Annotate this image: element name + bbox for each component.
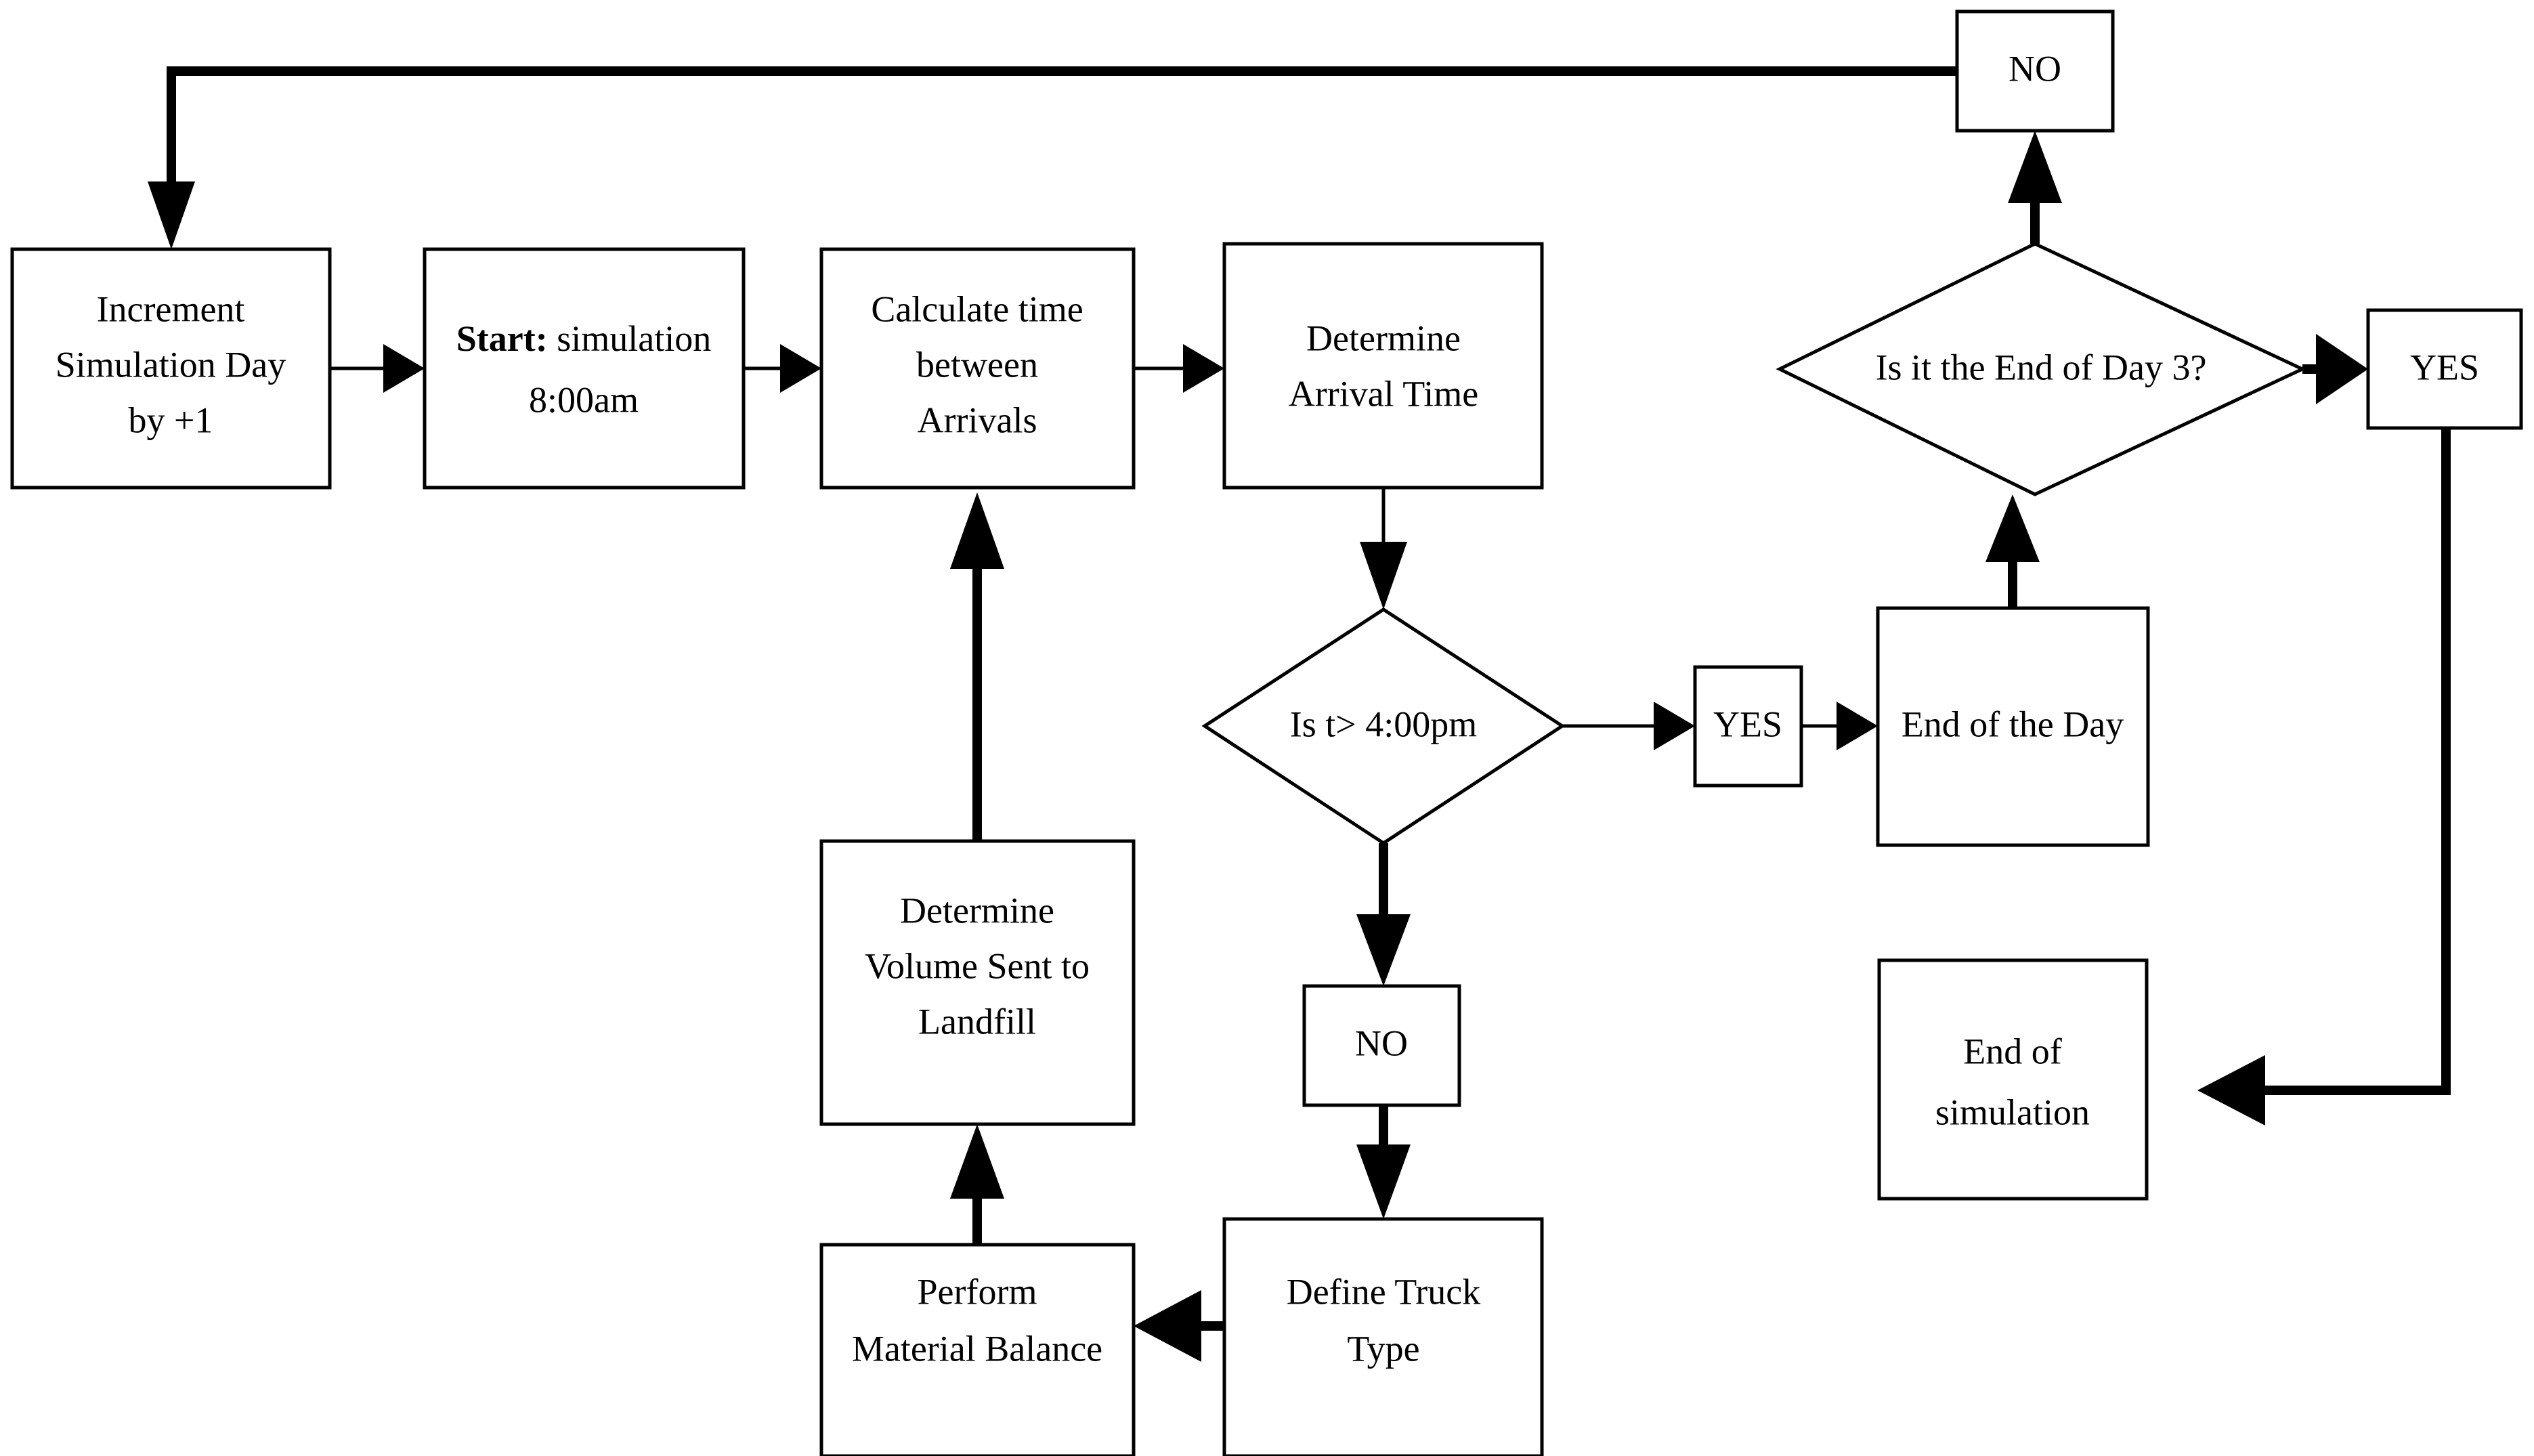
edge-calctime-to-arrival — [1134, 344, 1224, 393]
edge-materialbalance-to-landfill — [950, 1124, 1004, 1245]
determine-arrival-line-1: Determine — [1306, 318, 1461, 358]
increment-day-line-2: Simulation Day — [56, 344, 286, 385]
node-perform-material-balance[interactable]: Perform Material Balance — [819, 1243, 1136, 1456]
start-sim-line-2: 8:00am — [529, 379, 639, 420]
node-decision-is-time-after-4pm[interactable]: Is t> 4:00pm — [1201, 607, 1566, 845]
node-end-of-simulation[interactable]: End of simulation — [1877, 958, 2149, 1201]
define-truck-line-2: Type — [1347, 1328, 1419, 1369]
edge-no-to-increment — [148, 66, 1957, 249]
edge-decisionday3-to-no — [2008, 131, 2062, 244]
material-balance-line-1: Perform — [918, 1271, 1037, 1312]
start-sim-rest: simulation — [548, 318, 712, 359]
node-determine-arrival-time[interactable]: Determine Arrival Time — [1222, 242, 1544, 490]
material-balance-line-2: Material Balance — [852, 1328, 1102, 1369]
node-calculate-time-between-arrivals[interactable]: Calculate time between Arrivals — [819, 247, 1136, 490]
landfill-line-2: Volume Sent to — [865, 945, 1090, 986]
node-end-of-the-day[interactable]: End of the Day — [1876, 606, 2150, 847]
yes-day3-label: YES — [2410, 347, 2479, 387]
node-decision-end-of-day-3[interactable]: Is it the End of Day 3? — [1776, 242, 2306, 496]
node-start-simulation[interactable]: Start: simulation 8:00am — [423, 247, 746, 490]
edge-start-to-calctime — [744, 344, 821, 393]
decision-day3-label: Is it the End of Day 3? — [1876, 347, 2207, 387]
edge-no-to-definetruck — [1356, 1105, 1411, 1219]
end-of-day-label: End of the Day — [1902, 704, 2124, 744]
no-day3-label: NO — [2009, 48, 2061, 89]
increment-day-line-3: by +1 — [129, 400, 213, 440]
edge-yes-to-endsimulation — [2197, 428, 2451, 1126]
landfill-line-3: Landfill — [918, 1001, 1036, 1042]
edge-definetruck-to-materialbalance — [1134, 1290, 1224, 1362]
edge-decisiontime-to-yes — [1562, 702, 1695, 750]
node-define-truck-type[interactable]: Define Truck Type — [1222, 1217, 1544, 1456]
start-sim-line-1: Start: simulation — [456, 318, 711, 359]
yes-time-label: YES — [1713, 704, 1782, 744]
landfill-line-1: Determine — [900, 890, 1054, 930]
edge-increment-to-start — [330, 344, 425, 393]
node-determine-volume-sent-to-landfill[interactable]: Determine Volume Sent to Landfill — [819, 839, 1136, 1126]
calc-time-line-1: Calculate time — [871, 288, 1083, 329]
end-simulation-line-2: simulation — [1935, 1092, 2090, 1132]
edge-decisionday3-to-yes — [2302, 334, 2368, 404]
calc-time-line-2: between — [916, 344, 1038, 385]
edge-decisiontime-to-no — [1356, 843, 1411, 986]
edge-landfill-to-calctime — [950, 492, 1004, 841]
calc-time-line-3: Arrivals — [918, 400, 1037, 440]
determine-arrival-line-2: Arrival Time — [1289, 373, 1479, 414]
increment-day-line-1: Increment — [97, 288, 245, 329]
node-yes-time-branch[interactable]: YES — [1693, 665, 1803, 788]
edge-endofday-to-decisionday3 — [1985, 494, 2040, 608]
start-sim-bold-prefix: Start: — [456, 318, 548, 359]
node-no-day3-branch[interactable]: NO — [1955, 9, 2115, 133]
end-simulation-line-1: End of — [1963, 1031, 2061, 1071]
define-truck-line-1: Define Truck — [1287, 1271, 1480, 1312]
node-increment-simulation-day[interactable]: Increment Simulation Day by +1 — [10, 247, 332, 490]
decision-time-label: Is t> 4:00pm — [1290, 704, 1477, 744]
edge-yes-to-endofday — [1801, 702, 1878, 750]
node-no-time-branch[interactable]: NO — [1302, 984, 1461, 1107]
no-time-label: NO — [1355, 1023, 1408, 1063]
node-yes-day3-branch[interactable]: YES — [2366, 308, 2523, 430]
